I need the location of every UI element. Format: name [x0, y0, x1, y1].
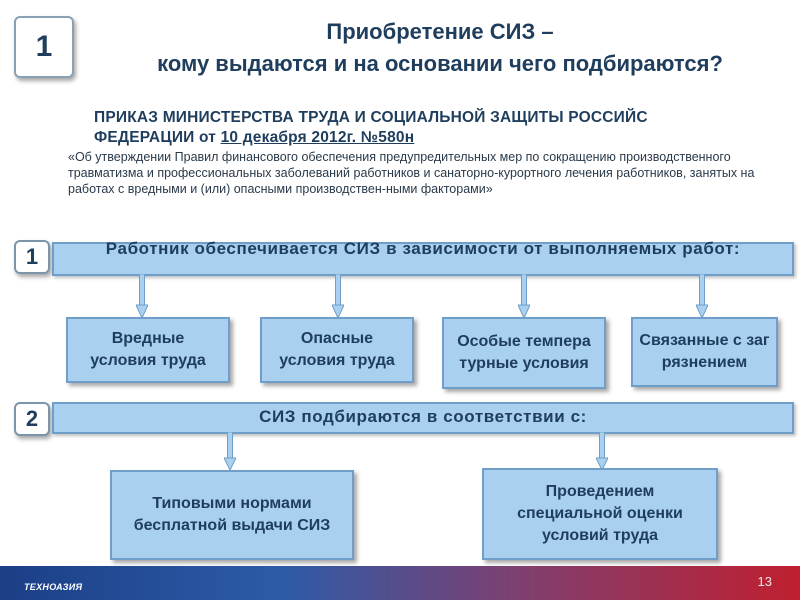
- condition-box-dangerous: Опасные условия труда: [260, 317, 414, 383]
- condition-box-temperature: Особые температурные условия: [442, 317, 606, 389]
- arrow-down-icon: [224, 432, 236, 470]
- basis-box-standard-norms: Типовыми нормами бесплатной выдачи СИЗ: [110, 470, 354, 560]
- slide-number-badge: 1: [14, 16, 74, 78]
- order-date-link[interactable]: 10 декабря 2012г. №580н: [220, 129, 415, 146]
- order-heading-line-1: ПРИКАЗ МИНИСТЕРСТВА ТРУДА И СОЦИАЛЬНОЙ З…: [94, 109, 648, 126]
- condition-box-harmful: Вредные условия труда: [66, 317, 230, 383]
- basis-box-special-assessment: Проведением специальной оценки условий т…: [482, 468, 718, 560]
- slide-title-line-2: кому выдаются и на основании чего подбир…: [157, 51, 723, 76]
- company-logo: ТЕХНОАЗИЯ: [24, 582, 83, 592]
- step-1-heading: Работник обеспечивается СИЗ в зависимост…: [105, 239, 741, 258]
- arrow-down-icon: [136, 274, 148, 318]
- page-number: 13: [757, 574, 772, 589]
- step-1-heading-bar: Работник обеспечивается СИЗ в зависимост…: [52, 239, 794, 276]
- slide-title: Приобретение СИЗ – кому выдаются и на ос…: [90, 16, 790, 80]
- order-heading-line-2: ФЕДЕРАЦИИ от 10 декабря 2012г. №580н: [94, 128, 800, 148]
- step-2-badge: 2: [14, 402, 50, 436]
- step-1-badge: 1: [14, 240, 50, 274]
- footer-bar: [0, 566, 800, 600]
- arrow-down-icon: [596, 432, 608, 470]
- step-2-heading: СИЗ подбираются в соответствии с:: [259, 407, 587, 426]
- condition-box-contamination: Связанные с загрязнением: [631, 317, 778, 387]
- arrow-down-icon: [696, 274, 708, 318]
- arrow-down-icon: [332, 274, 344, 318]
- order-description: «Об утверждении Правил финансового обесп…: [68, 150, 755, 196]
- arrow-down-icon: [518, 274, 530, 318]
- step-2-heading-bar: СИЗ подбираются в соответствии с:: [52, 402, 794, 434]
- slide-title-line-1: Приобретение СИЗ –: [326, 19, 554, 44]
- order-heading: ПРИКАЗ МИНИСТЕРСТВА ТРУДА И СОЦИАЛЬНОЙ З…: [94, 108, 800, 148]
- order-heading-prefix: ФЕДЕРАЦИИ от: [94, 129, 221, 146]
